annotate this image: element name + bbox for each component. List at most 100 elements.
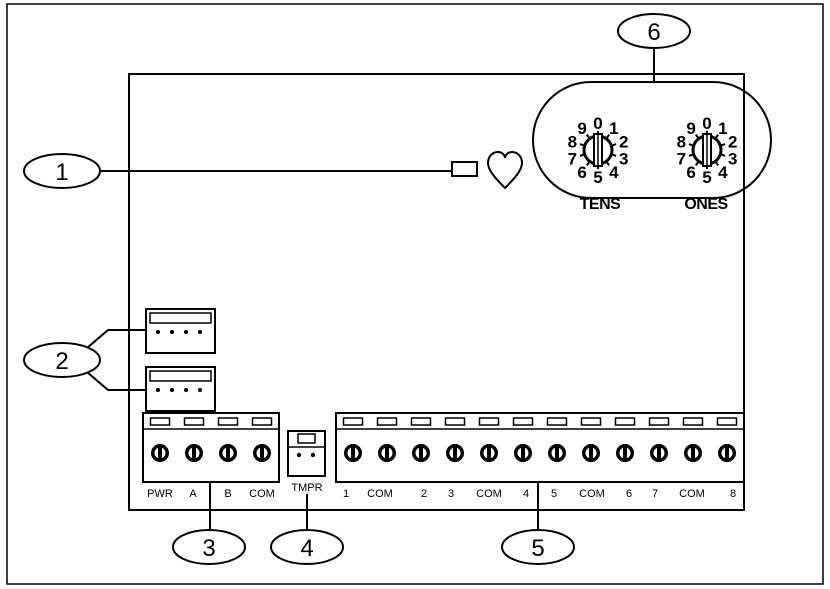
terminal-label-1: 1 <box>343 488 349 500</box>
terminal-tab <box>251 417 273 426</box>
terminal-tab <box>580 417 602 426</box>
terminal-label-8: 8 <box>730 488 736 500</box>
screw-terminal-icon <box>344 444 362 462</box>
screw-terminal-icon <box>616 444 634 462</box>
screw-terminal-icon <box>582 444 600 462</box>
callout-3-bubble <box>172 529 246 565</box>
dial-digit-label: 7 <box>677 149 686 168</box>
dial-digit-label: 7 <box>568 149 577 168</box>
dial-digit-label: 9 <box>577 119 586 138</box>
screw-terminal-icon <box>219 444 237 462</box>
bus-connector-bottom <box>145 366 216 412</box>
rotary-knob <box>691 133 723 167</box>
dial-digit-label: 0 <box>593 114 602 133</box>
dial-enclosure <box>532 81 772 199</box>
dial-tick <box>714 161 720 166</box>
dial-digit-label: 3 <box>728 149 737 168</box>
dial-tick <box>714 134 720 139</box>
callout-6: 6 <box>617 13 691 82</box>
dial-digit-label: 4 <box>609 163 619 182</box>
callout-2-leader-top <box>86 329 146 349</box>
terminal-tab <box>342 417 364 426</box>
dial-digit-label: 8 <box>568 133 577 152</box>
terminal-tab <box>716 417 738 426</box>
screw-terminal-icon <box>548 444 566 462</box>
terminal-labels-left: PWR A B COM <box>147 488 275 500</box>
callout-4-bubble <box>270 529 344 565</box>
terminal-tab <box>614 417 636 426</box>
terminal-label-3: 3 <box>448 488 454 500</box>
dial-digit-label: 2 <box>728 133 737 152</box>
callout-2-bubble <box>23 342 101 378</box>
terminal-tab <box>410 417 432 426</box>
dial-digit-label: 4 <box>718 163 728 182</box>
terminal-tab <box>376 417 398 426</box>
terminal-tab <box>478 417 500 426</box>
terminal-label-pwr: PWR <box>147 488 173 500</box>
callout-5-number: 5 <box>531 535 544 562</box>
dial-tick <box>611 143 617 147</box>
callout-1-number: 1 <box>55 159 68 186</box>
terminal-block-left <box>142 412 280 483</box>
dial-digit-label: 3 <box>619 149 628 168</box>
tamper-header <box>287 430 326 477</box>
terminal-block-right <box>335 412 745 483</box>
tens-label: TENS <box>580 196 622 213</box>
callout-2-leader-bottom <box>86 371 146 391</box>
bus-connector-top <box>145 308 216 354</box>
dial-tick <box>720 153 726 157</box>
terminal-label-com-3: COM <box>579 488 605 500</box>
dial-tick <box>585 161 591 166</box>
screw-terminal-icon <box>446 444 464 462</box>
terminal-tab <box>648 417 670 426</box>
dial-digit-label: 9 <box>686 119 695 138</box>
dial-digit-label: 5 <box>593 168 602 187</box>
dial-digit-label: 6 <box>686 163 695 182</box>
ones-label: ONES <box>684 196 728 213</box>
terminal-tab <box>444 417 466 426</box>
terminal-tab <box>682 417 704 426</box>
terminal-label-com-4: COM <box>679 488 705 500</box>
terminal-label-b: B <box>224 488 231 500</box>
dial-tick <box>688 153 694 157</box>
rotary-knob <box>582 133 614 167</box>
terminal-label-com: COM <box>249 488 275 500</box>
screw-terminal-icon <box>185 444 203 462</box>
screw-terminal-icon <box>378 444 396 462</box>
dial-tick <box>688 143 694 147</box>
callout-4-number: 4 <box>300 535 313 562</box>
dial-tick <box>611 153 617 157</box>
terminal-tab <box>183 417 205 426</box>
dial-digit-label: 8 <box>677 133 686 152</box>
dial-tick <box>585 134 591 139</box>
terminal-tab <box>546 417 568 426</box>
callout-5: 5 <box>501 482 575 565</box>
outer-frame <box>6 3 824 585</box>
callout-5-bubble <box>501 529 575 565</box>
dial-digit-label: 5 <box>702 168 711 187</box>
dial-tick <box>605 134 611 139</box>
terminal-label-2: 2 <box>421 488 427 500</box>
terminal-label-com-2: COM <box>476 488 502 500</box>
dial-digit-label: 1 <box>718 119 727 138</box>
dial-tick <box>694 161 700 166</box>
dial-digit-label: 0 <box>702 114 711 133</box>
callout-3: 3 <box>172 482 246 565</box>
heart-icon <box>486 150 524 190</box>
dial-digit-label: 6 <box>577 163 586 182</box>
tamper-label: TMPR <box>291 482 322 494</box>
dial-digit-label: 2 <box>619 133 628 152</box>
dial-tick <box>720 143 726 147</box>
callout-2: 2 <box>23 329 146 391</box>
dial-digit-label: 1 <box>609 119 618 138</box>
callout-4: 4 <box>270 494 344 565</box>
terminal-label-4: 4 <box>523 488 529 500</box>
screw-terminal-icon <box>480 444 498 462</box>
terminal-label-6: 6 <box>626 488 632 500</box>
terminal-tab <box>217 417 239 426</box>
terminal-label-5: 5 <box>551 488 557 500</box>
terminal-label-7: 7 <box>652 488 658 500</box>
